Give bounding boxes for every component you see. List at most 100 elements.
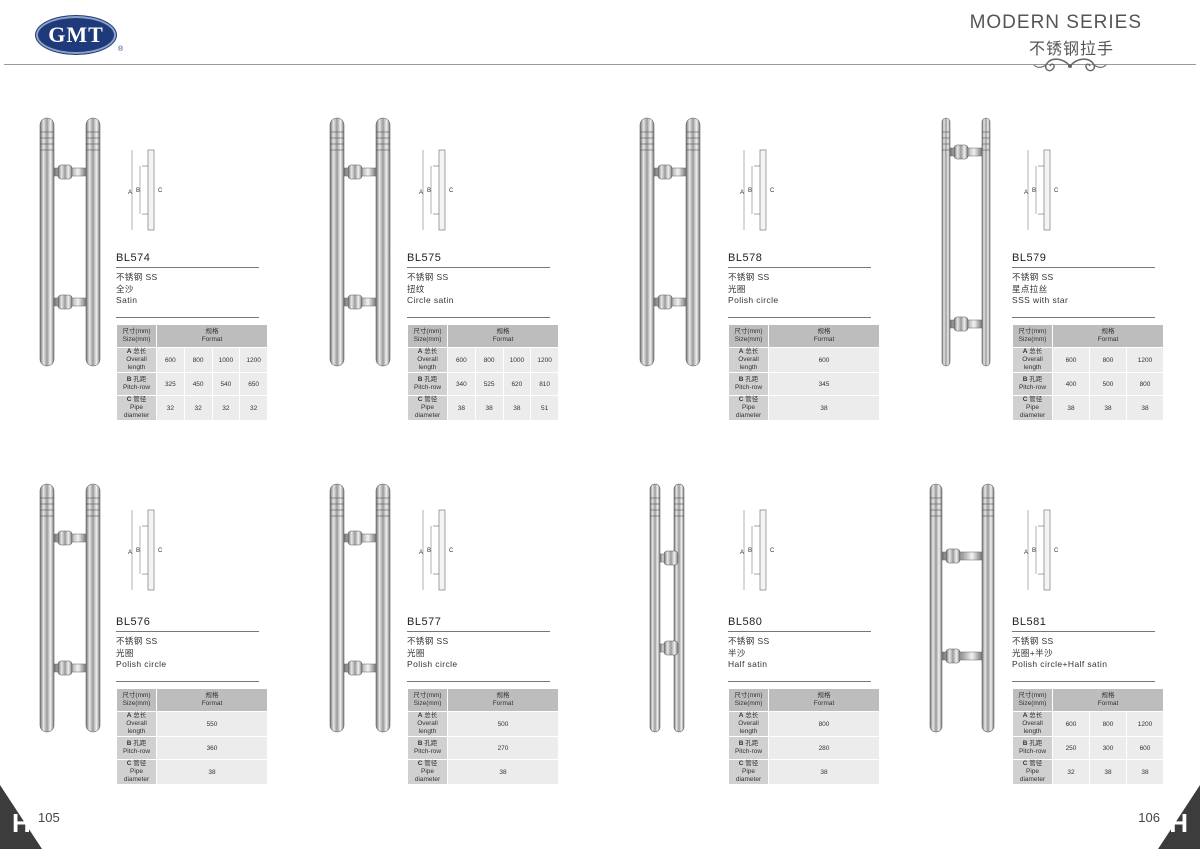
- value-pipe-diameter: 38: [1126, 759, 1164, 785]
- desc-material: 不锈钢 SS: [728, 636, 770, 646]
- label-cn-text: 孔距: [745, 740, 759, 747]
- label-cn-text: 孔距: [1029, 740, 1043, 747]
- size-header: 尺寸(mm)Size(mm): [728, 324, 769, 348]
- format-cn: 规格: [817, 692, 831, 699]
- label-en: Overall length: [1022, 720, 1043, 735]
- label-letter: B: [126, 376, 132, 383]
- standoff-top: [657, 164, 673, 180]
- value-pipe-diameter: 38: [502, 395, 532, 421]
- diagram-label-a: A: [419, 550, 423, 556]
- label-en: Pipe diameter: [1019, 404, 1046, 419]
- label-cn: A 总长: [408, 348, 447, 356]
- value-overall-length: 800: [768, 711, 880, 737]
- format-cn: 规格: [817, 328, 831, 335]
- label-cn-text: 孔距: [745, 376, 759, 383]
- value-pitch-row: 360: [156, 736, 268, 760]
- handle-bar-right: [981, 117, 991, 367]
- format-en: Format: [201, 336, 223, 343]
- size-en: Size(mm): [122, 700, 151, 707]
- value-pitch-row: 345: [768, 372, 880, 396]
- handle-bar-left: [639, 117, 655, 367]
- label-letter: B: [417, 740, 423, 747]
- diagram-label-b: B: [1032, 188, 1036, 194]
- size-en: Size(mm): [413, 700, 442, 707]
- desc-finish-cn: 星点拉丝: [1012, 283, 1048, 294]
- diagram-label-c: C: [770, 548, 775, 554]
- value-pipe-diameter: 32: [211, 395, 241, 421]
- diagram-label-c: C: [1054, 188, 1059, 194]
- diagram-bar: [147, 509, 155, 591]
- size-header: 尺寸(mm)Size(mm): [1012, 688, 1053, 712]
- standoff-bottom: [347, 660, 363, 676]
- size-header: 尺寸(mm)Size(mm): [116, 324, 157, 348]
- value-pitch-row: 250: [1052, 736, 1090, 760]
- label-cn-text: 总长: [1029, 348, 1043, 355]
- corner-letter-left: H: [12, 808, 31, 838]
- size-en: Size(mm): [413, 336, 442, 343]
- value-pipe-diameter: 38: [1126, 395, 1164, 421]
- standoff-bottom: [945, 648, 961, 664]
- label-letter: A: [1022, 712, 1028, 719]
- label-cn: B 孔距: [1013, 376, 1052, 384]
- value-overall-length: 800: [183, 347, 213, 373]
- diagram-label-b: B: [136, 188, 140, 194]
- product-photo: [929, 483, 995, 733]
- size-cn: 尺寸(mm): [122, 692, 151, 699]
- diagram-label-b: B: [1032, 548, 1036, 554]
- value-pipe-diameter: 32: [156, 395, 185, 421]
- label-cn-text: 孔距: [133, 376, 147, 383]
- size-cn: 尺寸(mm): [1018, 328, 1047, 335]
- format-cn: 规格: [1101, 692, 1115, 699]
- label-cn-text: 孔距: [424, 740, 438, 747]
- label-letter: C: [417, 760, 423, 767]
- label-cn-text: 管径: [424, 760, 438, 767]
- desc-material: 不锈钢 SS: [407, 636, 449, 646]
- label-cn: B 孔距: [1013, 740, 1052, 748]
- description-underline: [1012, 681, 1155, 682]
- value-pipe-diameter: 38: [447, 395, 476, 421]
- value-overall-length: 600: [447, 347, 476, 373]
- label-cn-text: 总长: [1029, 712, 1043, 719]
- description-underline: [407, 681, 550, 682]
- desc-material: 不锈钢 SS: [1012, 636, 1054, 646]
- value-pitch-row: 810: [530, 372, 559, 396]
- label-cn: C 管径: [729, 760, 768, 768]
- description-underline: [116, 681, 259, 682]
- label-cn-text: 总长: [133, 348, 147, 355]
- label-letter: B: [738, 376, 744, 383]
- label-letter: B: [1022, 740, 1028, 747]
- label-en: Pipe diameter: [414, 404, 441, 419]
- desc-finish-en: Half satin: [728, 659, 768, 669]
- handle-bar-right: [85, 483, 101, 733]
- diagram-label-c: C: [770, 188, 775, 194]
- connector-top: [941, 551, 983, 561]
- corner-tab-right: [1158, 785, 1200, 849]
- size-header: 尺寸(mm)Size(mm): [116, 688, 157, 712]
- label-cn-text: 管径: [133, 396, 147, 403]
- size-en: Size(mm): [1018, 700, 1047, 707]
- diagram-label-c: C: [449, 548, 454, 554]
- value-overall-length: 600: [1052, 347, 1090, 373]
- ornament-icon: [1033, 58, 1107, 72]
- product-photo: [639, 117, 701, 367]
- model-underline: [1012, 631, 1155, 632]
- model-underline: [728, 267, 871, 268]
